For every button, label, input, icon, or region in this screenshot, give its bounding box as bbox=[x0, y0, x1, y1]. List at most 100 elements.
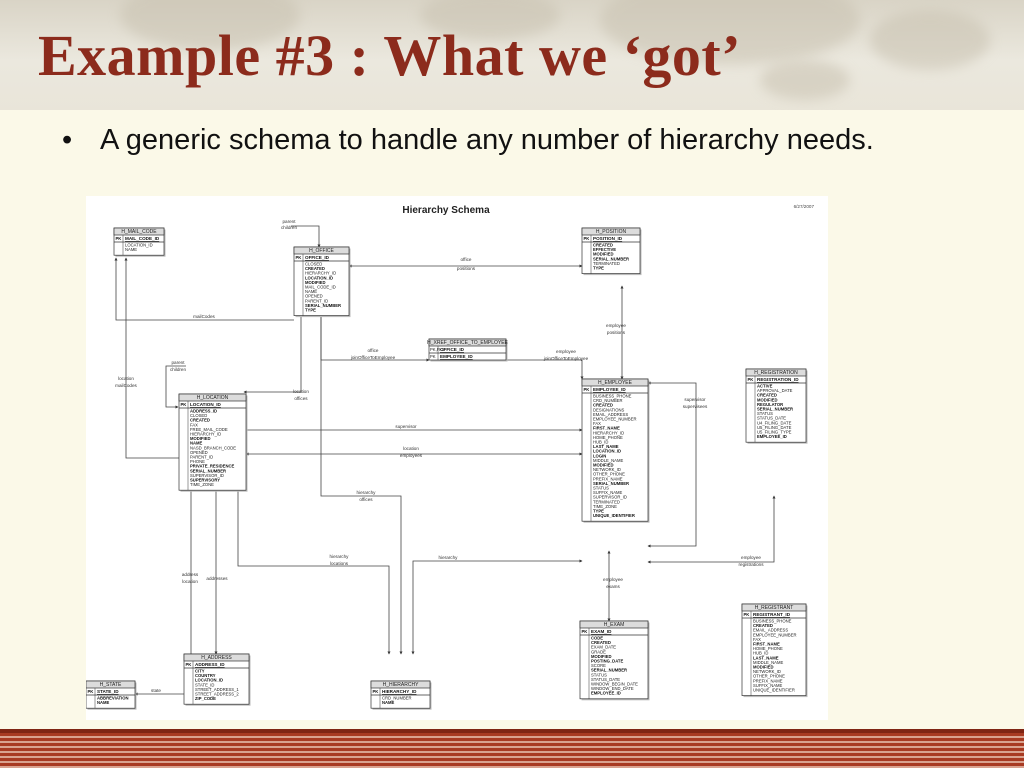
entity-attribute: SUFFIX_NAME bbox=[593, 490, 623, 495]
rel-label: hierarchy bbox=[330, 554, 350, 559]
entity-attribute: CREATED bbox=[305, 266, 325, 271]
entity-attribute: TERMINATED bbox=[593, 261, 620, 266]
entity-title: H_EMPLOYEE bbox=[598, 380, 633, 386]
entity-attribute: CLOSED bbox=[190, 413, 207, 418]
entity-attribute: SERIAL_NUMBER bbox=[305, 303, 341, 308]
entity-box bbox=[178, 393, 247, 491]
entity-attribute: HOME_PHONE bbox=[753, 646, 783, 651]
rel-label: offices bbox=[294, 396, 308, 401]
rel-label: location bbox=[118, 376, 134, 381]
rel-label: parent bbox=[171, 360, 185, 365]
relationship-labels: parent children mailCodes office positio… bbox=[115, 219, 764, 693]
entity-title: H_STATE bbox=[100, 682, 122, 688]
entity-attribute: MODIFIED bbox=[757, 397, 777, 402]
entity-attribute: STATUS_DATE bbox=[591, 677, 620, 682]
diagram-date: 6/27/2007 bbox=[794, 204, 815, 209]
entity-key-label: PK bbox=[430, 354, 436, 359]
entity-pk: REGISTRATION_ID bbox=[757, 377, 799, 382]
entity-key-label: PK,FK1 bbox=[430, 347, 445, 352]
entity-title: H_ADDRESS bbox=[201, 655, 232, 661]
entity-attribute: MODIFIED bbox=[593, 463, 613, 468]
entity-key-label: PK bbox=[584, 236, 590, 241]
rel-label: location bbox=[182, 579, 198, 584]
entity-attribute: FIRST_NAME bbox=[593, 426, 620, 431]
entity-xref: H_XREF_OFFICE_TO_EMPLOYEEPK,FK1PKOFFICE_… bbox=[427, 338, 509, 362]
entity-attribute: HUB_ID bbox=[593, 440, 608, 445]
entity-attribute: CITY bbox=[195, 669, 205, 674]
entity-attribute: NAME bbox=[305, 289, 317, 294]
relationship-lines bbox=[114, 225, 776, 696]
entity-attribute: SERIAL_NUMBER bbox=[757, 407, 793, 412]
entity-pk: EXAM_ID bbox=[591, 629, 612, 634]
entity-title: H_HIERARCHY bbox=[383, 682, 420, 688]
slide-footer-stripes bbox=[0, 733, 1024, 768]
entity-attribute: EFFECTIVE bbox=[593, 247, 616, 252]
entity-header bbox=[183, 653, 250, 662]
entity-attribute: SERIAL_NUMBER bbox=[591, 668, 627, 673]
entity-attribute: TYPE bbox=[305, 308, 316, 313]
entity-attribute: NASD_BRANCH_CODE bbox=[190, 445, 236, 450]
entity-attribute: HUB_ID bbox=[753, 651, 768, 656]
rel-label: hierarchy bbox=[357, 490, 377, 495]
entity-attribute: TIME_ZONE bbox=[190, 482, 214, 487]
rel-label: joinOfficeToEmployee bbox=[350, 355, 396, 360]
rel-label: office bbox=[461, 257, 472, 262]
entity-attribute: PREFIX_NAME bbox=[753, 678, 783, 683]
entity-header bbox=[113, 227, 165, 236]
rel-label: positions bbox=[607, 330, 626, 335]
rel-label: supervisor bbox=[395, 424, 417, 429]
entity-attribute: TIME_ZONE bbox=[593, 504, 617, 509]
entity-title: H_POSITION bbox=[596, 229, 627, 235]
rel-label: employee bbox=[556, 349, 576, 354]
entity-pk: REGISTRANT_ID bbox=[753, 612, 791, 617]
rel-label: location bbox=[293, 389, 309, 394]
diagram-heading: Hierarchy Schema bbox=[402, 205, 490, 216]
entity-pk: POSITION_ID bbox=[593, 236, 623, 241]
entity-attribute: ABBREVIATION bbox=[97, 696, 129, 701]
entity-pk: LOCATION_ID bbox=[190, 402, 221, 407]
rel-label: supervisees bbox=[683, 404, 708, 409]
entity-attribute: CLOSED bbox=[305, 262, 322, 267]
entity-attribute: CREATED bbox=[190, 418, 210, 423]
entity-pk: STATE_ID bbox=[97, 689, 119, 694]
entity-attribute: GRADE bbox=[591, 649, 606, 654]
entity-attribute: MODIFIED bbox=[591, 654, 611, 659]
slide-header: Example #3 : What we ‘got’ bbox=[0, 0, 1024, 110]
rel-label: mailCodes bbox=[193, 314, 215, 319]
rel-label: locations bbox=[330, 561, 349, 566]
entity-attribute: BUSINESS_PHONE bbox=[593, 394, 632, 399]
rel-label: positions bbox=[457, 266, 476, 271]
entity-attribute: STREET_ADDRESS_2 bbox=[195, 692, 239, 697]
entity-title: H_MAIL_CODE bbox=[121, 229, 157, 235]
entity-key-label: PK bbox=[296, 255, 302, 260]
entity-header bbox=[86, 680, 136, 689]
rel-label: addresses bbox=[206, 576, 228, 581]
rel-label: exams bbox=[606, 584, 620, 589]
entity-pk: MAIL_CODE_ID bbox=[125, 236, 160, 241]
entity-attribute: MIDDLE_NAME bbox=[593, 458, 623, 463]
entity-attribute: ADDRESS_ID bbox=[190, 409, 217, 414]
entity-attribute: STATE_ID bbox=[195, 682, 214, 687]
entity-attribute: CREATED bbox=[593, 243, 613, 248]
entity-attribute: UNIQUE_IDENTIFIER bbox=[593, 513, 635, 518]
entity-title: H_REGISTRATION bbox=[754, 370, 798, 376]
entity-attribute: EMPLOYEE_NUMBER bbox=[753, 632, 797, 637]
entity-attribute: NAME bbox=[125, 247, 137, 252]
entity-attribute: SUPERVISOR_ID bbox=[593, 495, 627, 500]
entity-header bbox=[178, 393, 247, 402]
entity-attribute: SUPERVISORY bbox=[190, 478, 220, 483]
entity-attribute: PRIVATE_RESIDENCE bbox=[190, 464, 234, 469]
rel-label: address bbox=[182, 572, 199, 577]
rel-label: hierarchy bbox=[439, 555, 459, 560]
entity-attribute: CRD_NUMBER bbox=[382, 696, 412, 701]
entity-key-label: PK bbox=[186, 662, 192, 667]
entity-attribute: SUFFIX_NAME bbox=[753, 683, 783, 688]
entity-header bbox=[428, 338, 507, 347]
rel-label: employees bbox=[400, 453, 423, 458]
slide-title: Example #3 : What we ‘got’ bbox=[38, 23, 742, 88]
